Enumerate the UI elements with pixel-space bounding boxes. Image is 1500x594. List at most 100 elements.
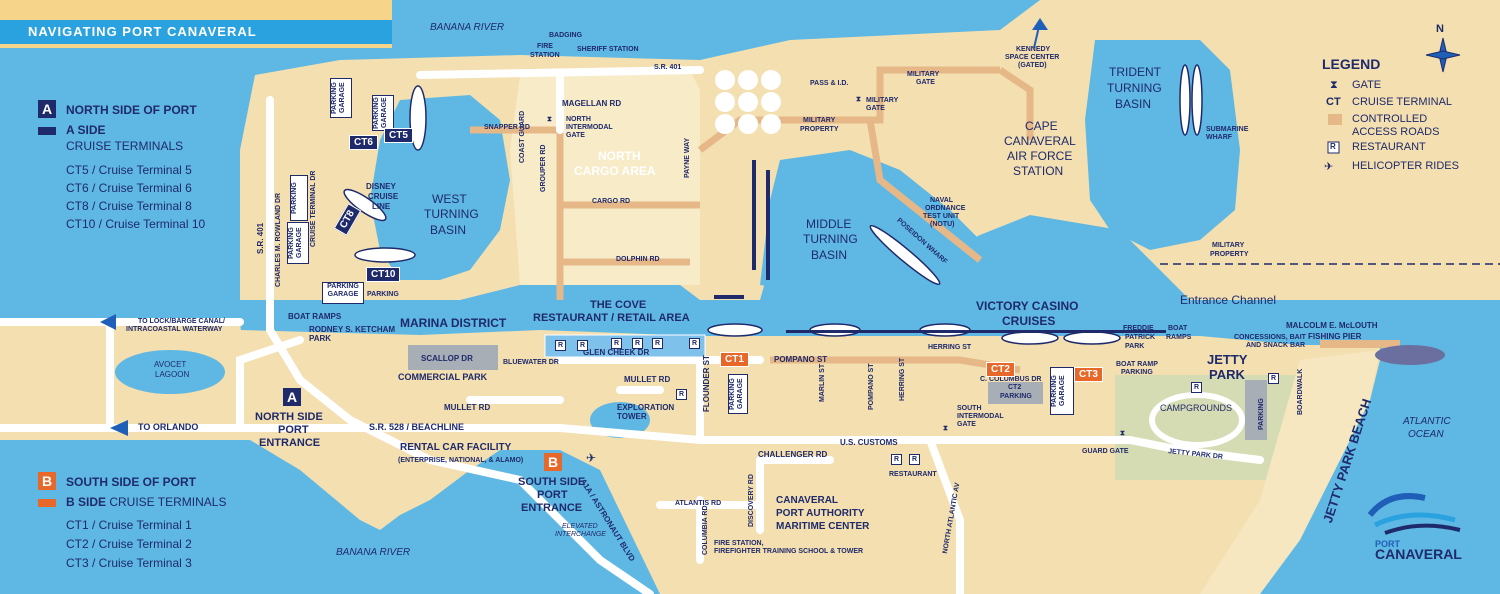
wharves [714,160,1166,333]
submarine-2: WHARF [1206,134,1233,141]
west-basin-2: TURNING [424,207,479,221]
magellan-rd: MAGELLAN RD [562,99,622,108]
freddie-3: PARK [1125,343,1145,350]
north-gate-icon: ⧗ [547,116,552,123]
columbia-rd: COLUMBIA RD [702,505,709,555]
logo-mark [1367,493,1461,535]
to-lock-1: TO LOCK/BARGE CANAL/ [138,318,225,325]
cape-3: AIR FORCE [1007,149,1073,163]
concessions-2: AND SNACK BAR [1246,342,1306,349]
middle-turning-basin-water [760,150,1000,295]
restaurant-marker-8: R [891,454,902,465]
ct8-garage-word-1: PARKING [288,227,295,259]
b-side-sub: CRUISE TERMINALS [106,495,227,509]
atlantic-2: OCEAN [1408,429,1444,440]
disney-3: LINE [372,202,391,211]
herring-st-vert: HERRING ST [899,357,906,401]
coast-2: GUARD [519,110,526,137]
middle-basin-3: BASIN [811,248,848,262]
naval-2: ORDNANCE [925,205,966,212]
avocet-lagoon-water [115,350,225,394]
mil-prop-1: MILITARY [803,117,836,124]
flounder-st: FLOUNDER ST [702,355,711,412]
cove-1: THE COVE [590,299,647,311]
pass-id: PASS & I.D. [810,80,849,87]
sr401-left: S.R. 401 [256,222,265,254]
helicopter-rides-icon: ✈ [586,451,597,465]
sr528: S.R. 528 / BEACHLINE [369,422,465,432]
ct2-tag: CT2 [986,362,1015,377]
north-side-heading: NORTH SIDE OF PORT [66,103,197,117]
north-gate-2: INTERMODAL [566,124,613,131]
b-side-label: B SIDE CRUISE TERMINALS [66,496,226,509]
sr401-top: S.R. 401 [654,64,682,71]
ct10-garage-word-2: GARAGE [327,291,359,298]
ct5-item: CT5 / Cruise Terminal 5 [66,163,192,177]
restaurant-marker-1: R [555,340,566,351]
rodney-1: RODNEY S. KETCHAM [309,325,396,334]
boat-ramp-parking-2: PARKING [1121,369,1153,376]
banana-river-north: BANANA RIVER [430,22,505,33]
ct2-item: CT2 / Cruise Terminal 2 [66,537,192,551]
exploration-2: TOWER [617,412,647,421]
ct8-garage-word-2: GARAGE [296,227,303,259]
sheriff-station: SHERIFF STATION [577,46,639,53]
boat-ramps-r-1: BOAT [1168,325,1188,332]
ct3-garage-word-1: PARKING [1051,375,1058,407]
legend-restaurant: RESTAURANT [1352,141,1426,153]
trident-2: TURNING [1107,81,1162,95]
north-gate-1: NORTH [566,116,591,123]
legend-cruise-terminal: CRUISE TERMINAL [1352,96,1453,108]
ct3-item: CT3 / Cruise Terminal 3 [66,556,192,570]
marlin-st: MARLIN ST [819,363,826,402]
firestation-1: FIRE STATION, [714,540,764,547]
ct2-parking-1: CT2 [1008,384,1022,391]
restaurant-marker-7: R [676,389,687,400]
cape-1: CAPE [1025,119,1058,133]
helicopter-icon: ✈ [1324,161,1334,173]
elevated-2: INTERCHANGE [555,531,606,538]
boardwalk: BOARDWALK [1297,368,1304,415]
trident-1: TRIDENT [1109,65,1161,79]
fire-station-2: STATION [530,52,560,59]
avocet-1: AVOCET [154,360,187,369]
freddie-1: FREDDIE [1123,325,1154,332]
naval-1: NAVAL [930,197,954,204]
trident-3: BASIN [1115,97,1152,111]
ct3-garage-word-2: GARAGE [1059,375,1066,407]
atlantis-rd: ATLANTIS RD [675,500,722,507]
boat-ramps-r-2: RAMPS [1166,334,1192,341]
pompano-st: POMPANO ST [774,355,828,364]
ct5-garage-word-1: PARKING [373,97,380,129]
legend-title: LEGEND [1322,56,1381,72]
north-entrance-3: ENTRANCE [259,437,321,449]
us-customs: U.S. CUSTOMS [840,438,898,447]
cove-2: RESTAURANT / RETAIL AREA [533,312,690,324]
ct1-item: CT1 / Cruise Terminal 1 [66,518,192,532]
south-gate-icon: ⧗ [943,425,948,432]
restaurant-south: RESTAURANT [889,471,937,478]
canaveral-pa-3: MARITIME CENTER [776,521,870,532]
ct8-garage: PARKING GARAGE [287,222,309,264]
mil-prop-r-2: PROPERTY [1210,251,1249,258]
herring-st: HERRING ST [928,344,972,351]
gray-lots [408,345,1267,440]
legend-controlled-2: ACCESS ROADS [1352,126,1440,138]
ct10-item: CT10 / Cruise Terminal 10 [66,217,206,231]
mil-gate-top-1: MILITARY [907,71,940,78]
jetty-2: PARK [1209,367,1245,382]
north-cargo-2: CARGO AREA [574,164,656,178]
legend-gate-icon: ⧗ [1330,79,1338,91]
a-side-label: A SIDE [66,123,106,137]
middle-basin-1: MIDDLE [806,217,852,231]
mil-gate-top-2: GATE [916,79,935,86]
to-lock-2: INTRACOASTAL WATERWAY [126,326,223,333]
legend-ct-abbr: CT [1326,96,1341,108]
discovery-rd: DISCOVERY RD [748,474,755,527]
top-garage-word-2: GARAGE [339,82,346,114]
jetty-1: JETTY [1207,352,1248,367]
ct8-item: CT8 / Cruise Terminal 8 [66,199,192,213]
mil-prop-r-1: MILITARY [1212,242,1245,249]
map-title: NAVIGATING PORT CANAVERAL [28,24,257,39]
